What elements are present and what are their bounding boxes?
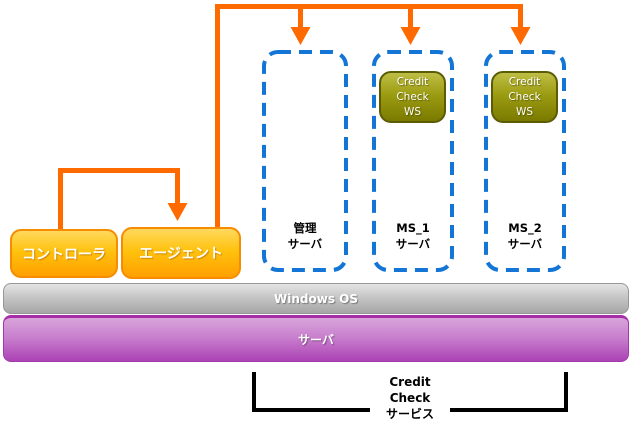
management-server-zone: [262, 50, 348, 272]
bracket-label-line: Check: [370, 390, 450, 406]
bracket-label-line: サービス: [370, 406, 450, 422]
ms2-server-zone: [484, 50, 566, 272]
credit-check-service-label: Credit Check サービス: [370, 374, 450, 422]
arrowhead-ms1-server-icon: [400, 27, 421, 45]
windows-os-label: Windows OS: [274, 291, 358, 306]
ms2-server-zone-label: MS_2 サーバ: [484, 220, 566, 252]
server-bar-label: サーバ: [298, 333, 334, 347]
ms1-server-zone-label: MS_1 サーバ: [372, 220, 454, 252]
arrowhead-ms2-server-icon: [510, 27, 531, 45]
zone-label-line: MS_1: [396, 221, 430, 235]
controller-box: コントローラ: [10, 229, 118, 278]
controller-to-agent-connector: [58, 168, 180, 229]
ws-label-line: Check: [508, 90, 541, 103]
bracket-label-line: Credit: [370, 374, 450, 390]
ws-label-line: WS: [403, 105, 422, 118]
controller-label: コントローラ: [22, 246, 106, 263]
arrowhead-management-server-icon: [290, 27, 311, 45]
zone-label-line: サーバ: [287, 237, 323, 251]
ms1-server-zone: [372, 50, 454, 272]
arrowhead-agent-icon: [167, 203, 188, 221]
management-server-zone-label: 管理 サーバ: [262, 220, 348, 252]
zone-label-line: MS_2: [508, 221, 542, 235]
service-bracket-left: [252, 372, 376, 412]
windows-os-bar: Windows OS: [3, 283, 629, 314]
ws-label-line: Credit: [396, 75, 429, 88]
service-bracket-right: [445, 372, 568, 412]
agent-label: エージェント: [139, 246, 223, 262]
credit-check-ws-box-ms2: Credit Check WS: [491, 71, 558, 123]
agent-box: エージェント: [121, 227, 241, 279]
ws-label-line: WS: [515, 105, 534, 118]
server-bar: サーバ: [3, 315, 629, 362]
zone-label-line: 管理: [293, 221, 317, 235]
zone-label-line: サーバ: [507, 237, 543, 251]
ws-label-line: Credit: [508, 75, 541, 88]
credit-check-ws-box-ms1: Credit Check WS: [379, 71, 446, 123]
ws-label-line: Check: [396, 90, 429, 103]
agent-to-servers-connector: [215, 4, 523, 227]
zone-label-line: サーバ: [395, 237, 431, 251]
